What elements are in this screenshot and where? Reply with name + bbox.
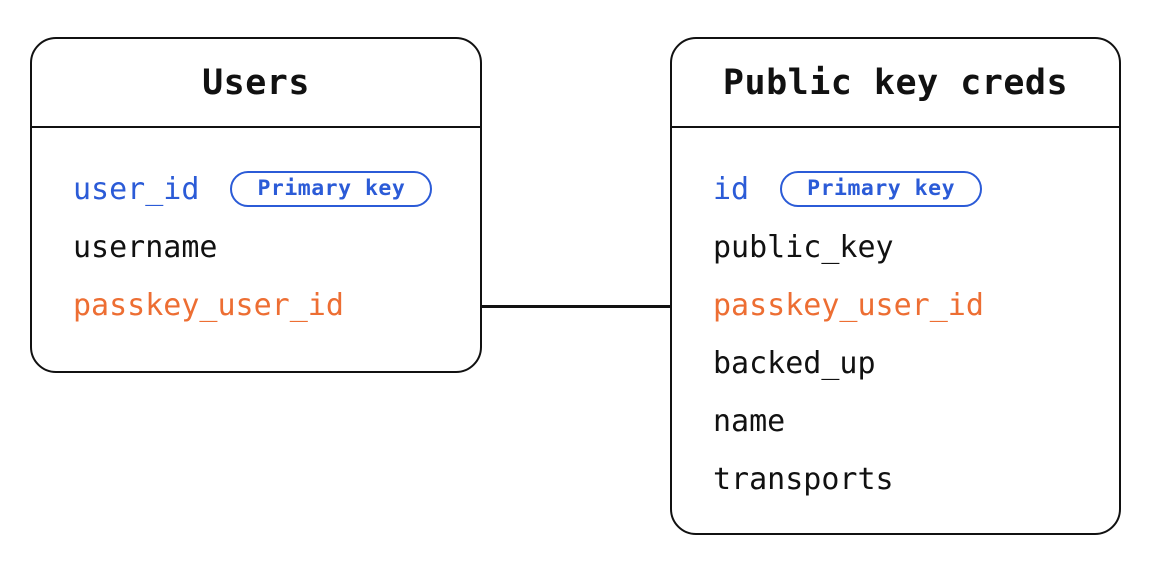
- table-title: Users: [202, 62, 310, 103]
- field-row: name: [713, 392, 1119, 450]
- field-row: id Primary key: [713, 160, 1119, 218]
- field-row: username: [73, 218, 480, 276]
- field-row: public_key: [713, 218, 1119, 276]
- primary-key-badge: Primary key: [780, 171, 983, 207]
- field-row: transports: [713, 450, 1119, 508]
- field-name-transports: transports: [713, 461, 894, 497]
- field-name-passkey-user-id: passkey_user_id: [73, 287, 344, 323]
- field-name-id: id: [713, 171, 750, 207]
- table-public-key-creds-header: Public key creds: [672, 39, 1119, 128]
- field-name-user-id: user_id: [73, 171, 200, 207]
- field-row: passkey_user_id: [713, 276, 1119, 334]
- field-row: passkey_user_id: [73, 276, 480, 334]
- field-name-passkey-user-id: passkey_user_id: [713, 287, 984, 323]
- table-public-key-creds-body: id Primary key public_key passkey_user_i…: [672, 128, 1119, 508]
- field-name-name: name: [713, 403, 786, 439]
- table-users: Users user_id Primary key username passk…: [30, 37, 482, 373]
- table-users-body: user_id Primary key username passkey_use…: [32, 128, 480, 334]
- table-title: Public key creds: [722, 62, 1069, 103]
- table-users-header: Users: [32, 39, 480, 128]
- field-name-username: username: [73, 229, 218, 265]
- field-row: user_id Primary key: [73, 160, 480, 218]
- relation-line: [481, 305, 671, 308]
- field-row: backed_up: [713, 334, 1119, 392]
- table-public-key-creds: Public key creds id Primary key public_k…: [670, 37, 1121, 535]
- field-name-public-key: public_key: [713, 229, 894, 265]
- field-name-backed-up: backed_up: [713, 345, 876, 381]
- primary-key-badge: Primary key: [230, 171, 433, 207]
